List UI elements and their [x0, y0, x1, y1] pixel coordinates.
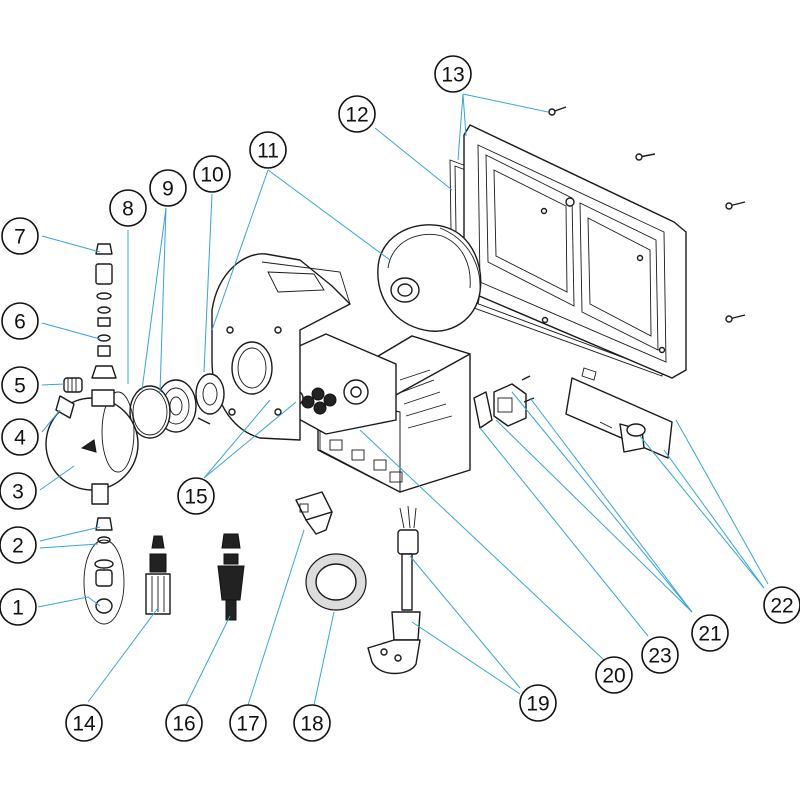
callout-5: 5 — [1, 366, 39, 404]
svg-text:8: 8 — [122, 198, 134, 221]
callout-23: 23 — [641, 636, 679, 674]
svg-text:21: 21 — [698, 623, 721, 646]
svg-text:12: 12 — [345, 104, 368, 127]
upper-valve-fittings — [91, 243, 117, 379]
callout-3: 3 — [0, 472, 37, 510]
callout-20: 20 — [595, 656, 633, 694]
din-connector — [295, 491, 333, 535]
callout-7: 7 — [1, 217, 39, 255]
rear-seal — [473, 391, 493, 429]
spacer-ring — [195, 373, 225, 425]
svg-text:4: 4 — [14, 427, 26, 450]
callout-21: 21 — [691, 614, 729, 652]
callout-17: 17 — [229, 704, 267, 742]
connector-block — [493, 375, 535, 427]
svg-text:10: 10 — [200, 164, 223, 187]
rear-cover-plate — [463, 124, 687, 379]
svg-text:15: 15 — [184, 486, 207, 509]
callout-16: 16 — [165, 704, 203, 742]
callout-13: 13 — [434, 55, 472, 93]
loose-injection-valve — [217, 533, 245, 621]
callout-bubbles: 1 2 3 4 5 6 7 8 9 10 11 12 13 14 15 16 1… — [0, 55, 800, 742]
bleed-screw — [55, 395, 75, 419]
callout-1: 1 — [0, 588, 37, 626]
callout-8: 8 — [109, 189, 147, 227]
power-cable — [367, 505, 421, 675]
svg-text:7: 7 — [14, 226, 26, 249]
svg-text:5: 5 — [14, 375, 26, 398]
svg-text:14: 14 — [72, 713, 96, 736]
lower-valve-fittings — [83, 517, 125, 625]
callout-2: 2 — [0, 526, 37, 564]
pump-head — [45, 389, 139, 505]
callout-22: 22 — [763, 586, 800, 624]
foot-valve — [145, 535, 171, 615]
svg-text:2: 2 — [12, 535, 24, 558]
svg-text:23: 23 — [648, 645, 671, 668]
callout-18: 18 — [293, 704, 331, 742]
callout-19: 19 — [519, 684, 557, 722]
svg-text:20: 20 — [602, 665, 625, 688]
svg-text:6: 6 — [14, 311, 26, 334]
svg-text:22: 22 — [770, 595, 793, 618]
svg-text:11: 11 — [257, 140, 279, 163]
tubing-coil — [305, 553, 367, 611]
callout-14: 14 — [65, 704, 103, 742]
callout-10: 10 — [193, 155, 231, 193]
svg-text:1: 1 — [12, 597, 24, 620]
svg-text:16: 16 — [172, 713, 195, 736]
callout-6: 6 — [1, 302, 39, 340]
svg-text:17: 17 — [236, 713, 259, 736]
injection-valve — [63, 377, 83, 393]
cover-screws — [548, 106, 746, 323]
svg-text:19: 19 — [526, 693, 549, 716]
svg-text:3: 3 — [12, 481, 24, 504]
o-ring — [129, 385, 171, 439]
front-housing-bracket — [211, 253, 351, 441]
svg-text:9: 9 — [162, 178, 174, 201]
motor — [377, 224, 482, 332]
callout-9: 9 — [149, 169, 187, 207]
svg-text:13: 13 — [441, 64, 464, 87]
callout-15: 15 — [177, 477, 215, 515]
svg-text:18: 18 — [300, 713, 323, 736]
control-circuit-board — [565, 367, 673, 459]
callout-12: 12 — [338, 95, 376, 133]
callout-4: 4 — [1, 418, 39, 456]
callout-11: 11 — [249, 131, 287, 169]
leader-lines — [37, 93, 769, 706]
